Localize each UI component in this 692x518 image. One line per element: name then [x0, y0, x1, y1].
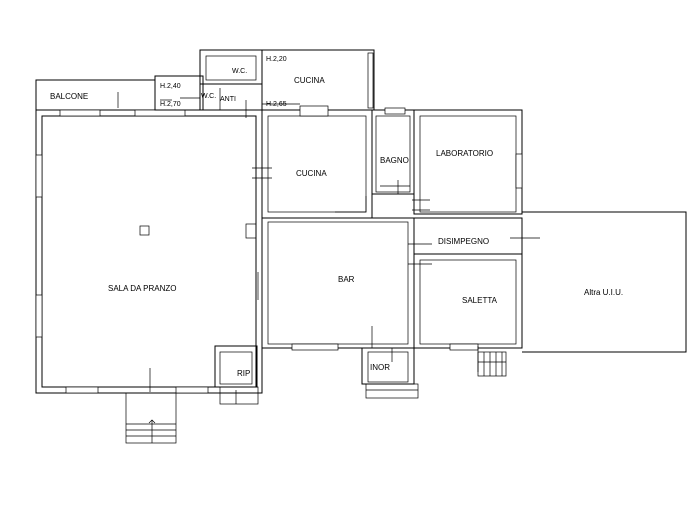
sala-window-bottom-left: [65, 386, 99, 394]
laboratorio-room: [412, 109, 523, 215]
label-laboratorio: LABORATORIO: [436, 149, 493, 158]
label-anti: ANTI: [220, 96, 236, 103]
sala-column: [139, 225, 150, 236]
height-220: H.2,20: [266, 56, 287, 63]
altra-uiu: [522, 211, 687, 353]
label-altra-uiu: Altra U.I.U.: [584, 288, 623, 297]
sala-da-pranzo-walls: [35, 109, 263, 394]
height-240: H.2,40: [160, 83, 181, 90]
label-saletta: SALETTA: [462, 296, 498, 305]
sala-window-top-left: [59, 109, 101, 117]
label-sala-da-pranzo: SALA DA PRANZO: [108, 284, 176, 293]
label-disimpegno: DISIMPEGNO: [438, 237, 489, 246]
label-cucina: CUCINA: [296, 169, 327, 178]
label-bar: BAR: [338, 275, 355, 284]
height-265: H.2,65: [266, 101, 287, 108]
rip-room: [214, 345, 259, 405]
label-bagno: BAGNO: [380, 156, 409, 165]
height-270: H.2,70: [160, 101, 181, 108]
sala-window-left-top: [35, 154, 43, 198]
sala-window-bottom-right: [175, 386, 209, 394]
bar-room: [257, 217, 415, 351]
label-inor: INOR: [370, 363, 390, 372]
altra-uiu-steps: [477, 351, 507, 377]
label-rip: RIP: [237, 369, 250, 378]
sala-window-top-right: [134, 109, 186, 117]
sala-window-left-bottom: [35, 294, 43, 338]
saletta-room: [413, 253, 523, 372]
label-wc-top: W.C.: [232, 68, 247, 75]
inor-room: [361, 347, 419, 399]
cucina-room: [252, 105, 373, 219]
label-wc-small: W.C.: [201, 93, 216, 100]
label-balcone: BALCONE: [50, 92, 88, 101]
bagno-room: [371, 107, 415, 195]
label-cucina-top: CUCINA: [294, 76, 325, 85]
sala-entrance-steps: [125, 392, 177, 444]
